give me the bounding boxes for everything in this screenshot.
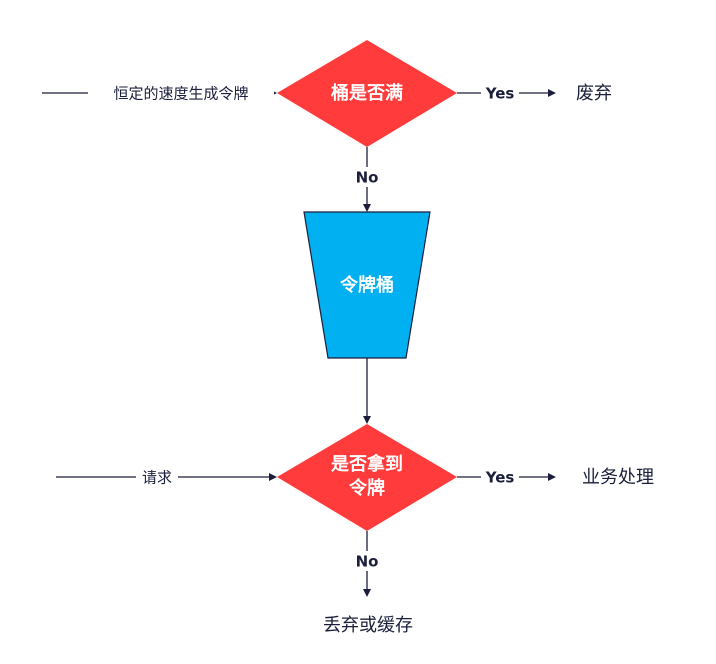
arrowhead-icon [363, 589, 371, 597]
edge-label-full-yes: Yes [485, 85, 515, 103]
arrowhead-icon [548, 473, 556, 481]
terminal-drop-or-cache: 丢弃或缓存 [323, 615, 413, 636]
token-bucket-label: 令牌桶 [339, 274, 394, 296]
decision-got-token-label-line2: 令牌 [348, 477, 385, 499]
edge-label-bg [352, 167, 382, 187]
edge-label-constant-rate-tokens: 恒定的速度生成令牌 [113, 85, 248, 103]
edge-label-bg [136, 467, 178, 487]
edge-label-got-yes: Yes [485, 469, 515, 487]
decision-bucket-full-label: 桶是否满 [331, 82, 403, 104]
edge-label-bg [88, 83, 274, 103]
edge-label-full-no: No [356, 169, 379, 187]
edge-label-bg [481, 83, 519, 103]
edge-label-bg [352, 551, 382, 571]
terminal-business-process: 业务处理 [582, 467, 654, 488]
terminal-discard: 废弃 [576, 83, 612, 104]
arrowhead-icon [548, 89, 556, 97]
arrowhead-icon [363, 204, 371, 212]
edge-label-got-no: No [356, 553, 379, 571]
arrowhead-icon [363, 416, 371, 424]
decision-bucket-full [277, 40, 457, 147]
decision-got-token [277, 424, 457, 531]
edge-label-request: 请求 [142, 469, 172, 487]
arrowhead-icon [269, 473, 277, 481]
token-bucket-shape [303, 211, 431, 359]
edge-label-bg [481, 467, 519, 487]
decision-got-token-label-line1: 是否拿到 [330, 453, 403, 475]
